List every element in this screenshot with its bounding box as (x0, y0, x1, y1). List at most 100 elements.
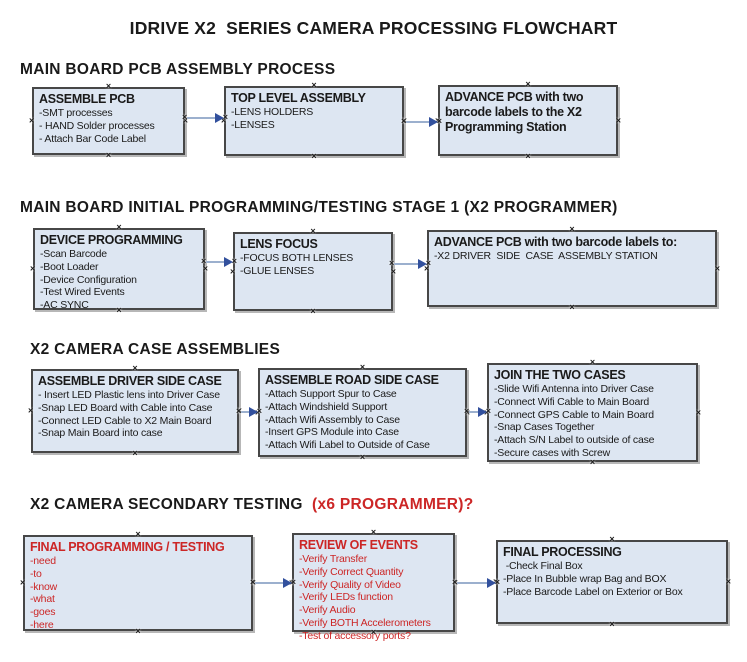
anchor-x-icon: × (569, 302, 575, 312)
box-assemble-road-side-case[interactable]: ASSEMBLE ROAD SIDE CASE -Attach Support … (255, 363, 470, 462)
box-item: -FOCUS BOTH LENSES (240, 252, 354, 264)
box-title: ASSEMBLE ROAD SIDE CASE (265, 373, 439, 387)
box-title: ASSEMBLE DRIVER SIDE CASE (38, 374, 222, 388)
box-items: -Verify Transfer-Verify Correct Quantity… (299, 553, 451, 643)
anchor-x-icon: × (589, 357, 596, 367)
anchor-x-icon: × (609, 619, 615, 629)
anchor-x-icon: × (311, 80, 317, 90)
box-assemble-pcb[interactable]: ASSEMBLE PCB -SMT processes- HAND Solder… (29, 82, 188, 160)
section-header-suffix: (x6 PROGRAMMER)? (307, 496, 474, 513)
box-device-programming[interactable]: DEVICE PROGRAMMING -Scan Barcode-Boot Lo… (30, 223, 208, 315)
box-items: -Slide Wifi Antenna into Driver Case-Con… (494, 383, 694, 460)
box-item: -GLUE LENSES (240, 264, 315, 277)
box-advance-pcb-driver-side[interactable]: ADVANCE PCB with two barcode labels to: … (424, 225, 720, 312)
anchor-x-icon: × (310, 306, 316, 316)
box-items: - Insert LED Plastic lens into Driver Ca… (38, 389, 235, 440)
anchor-x-icon: × (370, 527, 377, 537)
box-title: TOP LEVEL ASSEMBLY (231, 91, 366, 105)
anchor-x-icon: × (105, 81, 112, 91)
box-item: -Verify BOTH Accelerometers (299, 616, 431, 629)
arrow-roadside-to-join[interactable]: ×× (464, 407, 491, 417)
section-header-pcb-assembly: MAIN BOARD PCB ASSEMBLY PROCESS (20, 61, 335, 79)
anchor-x-icon: × (202, 263, 208, 274)
box-item: -Attach Wifi Assembly to Case (265, 413, 400, 426)
box-item: -Verify Correct Quantity (299, 565, 404, 578)
arrow-device-to-lensfocus[interactable]: ×× (201, 257, 237, 267)
box-title: REVIEW OF EVENTS (299, 538, 418, 552)
box-item: -Attach Wifi Label to Outside of Case (265, 439, 430, 452)
box-lens-focus[interactable]: LENS FOCUS -FOCUS BOTH LENSES-GLUE LENSE… (230, 227, 396, 316)
section-header-secondary-testing: X2 CAMERA SECONDARY TESTING (x6 PROGRAMM… (30, 496, 474, 514)
box-title: DEVICE PROGRAMMING (40, 233, 183, 247)
box-item: -Connect Wifi Cable to Main Board (494, 395, 650, 408)
anchor-x-icon: × (105, 150, 112, 160)
box-item: -know (30, 580, 58, 593)
anchor-x-icon: × (714, 263, 720, 273)
box-items: -Check Final Box-Place In Bubble wrap Ba… (503, 560, 724, 598)
box-item: -AC SYNC (40, 299, 89, 312)
box-top-level-assembly[interactable]: TOP LEVEL ASSEMBLY -LENS HOLDERS-LENSES … (221, 81, 407, 161)
box-items: -need-to-know-what-goes-here (30, 555, 249, 632)
anchor-x-icon: × (310, 226, 316, 236)
box-join-the-two-cases[interactable]: JOIN THE TWO CASES -Slide Wifi Antenna i… (484, 358, 701, 467)
anchor-x-icon: × (359, 362, 366, 372)
anchor-x-icon: × (28, 405, 34, 416)
page-title: IDRIVE X2 SERIES CAMERA PROCESSING FLOWC… (129, 18, 618, 38)
box-item: -Attach Windshield Support (265, 400, 388, 413)
box-title: ADVANCE PCB with two barcode labels to t… (445, 90, 584, 134)
box-item: - Attach Bar Code Label (39, 132, 146, 145)
anchor-x-icon: × (525, 151, 531, 161)
anchor-x-icon: × (116, 222, 122, 232)
anchor-x-icon: × (230, 266, 236, 276)
box-item: -Place In Bubble wrap Bag and BOX (503, 572, 667, 585)
box-item: -Connect GPS Cable to Main Board (494, 408, 654, 421)
box-item: -Scan Barcode (40, 248, 107, 260)
arrow-driverside-to-roadside[interactable]: ×× (236, 407, 262, 417)
anchor-x-icon: × (359, 452, 366, 462)
box-item: -SMT processes (39, 107, 113, 119)
box-final-processing[interactable]: FINAL PROCESSING -Check Final Box-Place … (493, 535, 731, 629)
box-item: -Slide Wifi Antenna into Driver Case (494, 383, 654, 395)
section-header-text: X2 CAMERA CASE ASSEMBLIES (30, 341, 281, 358)
box-item: -Snap Main Board into case (38, 427, 163, 440)
box-item: -here (30, 618, 54, 631)
section-header-text: MAIN BOARD PCB ASSEMBLY PROCESS (20, 61, 336, 78)
section-header-text: MAIN BOARD INITIAL PROGRAMMING/TESTING S… (20, 199, 618, 216)
box-title: FINAL PROGRAMMING / TESTING (30, 540, 225, 554)
anchor-x-icon: × (390, 266, 396, 276)
arrow-lensfocus-to-advance[interactable]: ×× (389, 259, 431, 269)
box-item: -Device Configuration (40, 273, 137, 286)
box-title: FINAL PROCESSING (503, 545, 622, 559)
box-items: -FOCUS BOTH LENSES-GLUE LENSES (240, 252, 389, 278)
box-final-programming-testing[interactable]: FINAL PROGRAMMING / TESTING -need-to-kno… (20, 530, 256, 636)
box-item: -Attach S/N Label to outside of case (494, 434, 655, 447)
box-item: - HAND Solder processes (39, 119, 155, 132)
box-item: -LENSES (231, 118, 275, 131)
box-title: ASSEMBLE PCB (39, 92, 135, 106)
box-item: -Verify Quality of Video (299, 578, 401, 591)
box-item: -Check Final Box (503, 560, 583, 572)
box-item: -Test Wired Events (40, 286, 125, 299)
anchor-x-icon: × (311, 151, 317, 161)
box-items: -LENS HOLDERS-LENSES (231, 106, 400, 132)
box-items: -Attach Support Spur to Case-Attach Wind… (265, 388, 463, 452)
arrow-assemble-to-toplevel[interactable]: ×× (182, 113, 228, 123)
box-item: -what (30, 593, 55, 606)
box-item: -Verify Transfer (299, 553, 367, 565)
box-assemble-driver-side-case[interactable]: ASSEMBLE DRIVER SIDE CASE - Insert LED P… (28, 364, 242, 458)
box-item: -Verify LEDs function (299, 591, 393, 604)
anchor-x-icon: × (30, 263, 36, 274)
arrow-finalprog-to-review[interactable]: ×× (250, 578, 296, 588)
anchor-x-icon: × (695, 407, 701, 417)
box-advance-pcb-programming-station[interactable]: ADVANCE PCB with two barcode labels to t… (435, 80, 621, 161)
arrow-review-to-finalproc[interactable]: ×× (452, 578, 500, 588)
box-items: -SMT processes- HAND Solder processes- A… (39, 107, 181, 145)
box-item: -goes (30, 606, 56, 619)
arrow-toplevel-to-advance[interactable]: ×× (401, 117, 442, 127)
box-review-of-events[interactable]: REVIEW OF EVENTS -Verify Transfer-Verify… (289, 528, 458, 642)
box-title: LENS FOCUS (240, 237, 318, 251)
box-item: -Secure cases with Screw (494, 446, 610, 459)
box-item: -Boot Loader (40, 260, 99, 273)
box-item: -to (30, 567, 42, 580)
box-item: -Attach Support Spur to Case (265, 388, 397, 400)
